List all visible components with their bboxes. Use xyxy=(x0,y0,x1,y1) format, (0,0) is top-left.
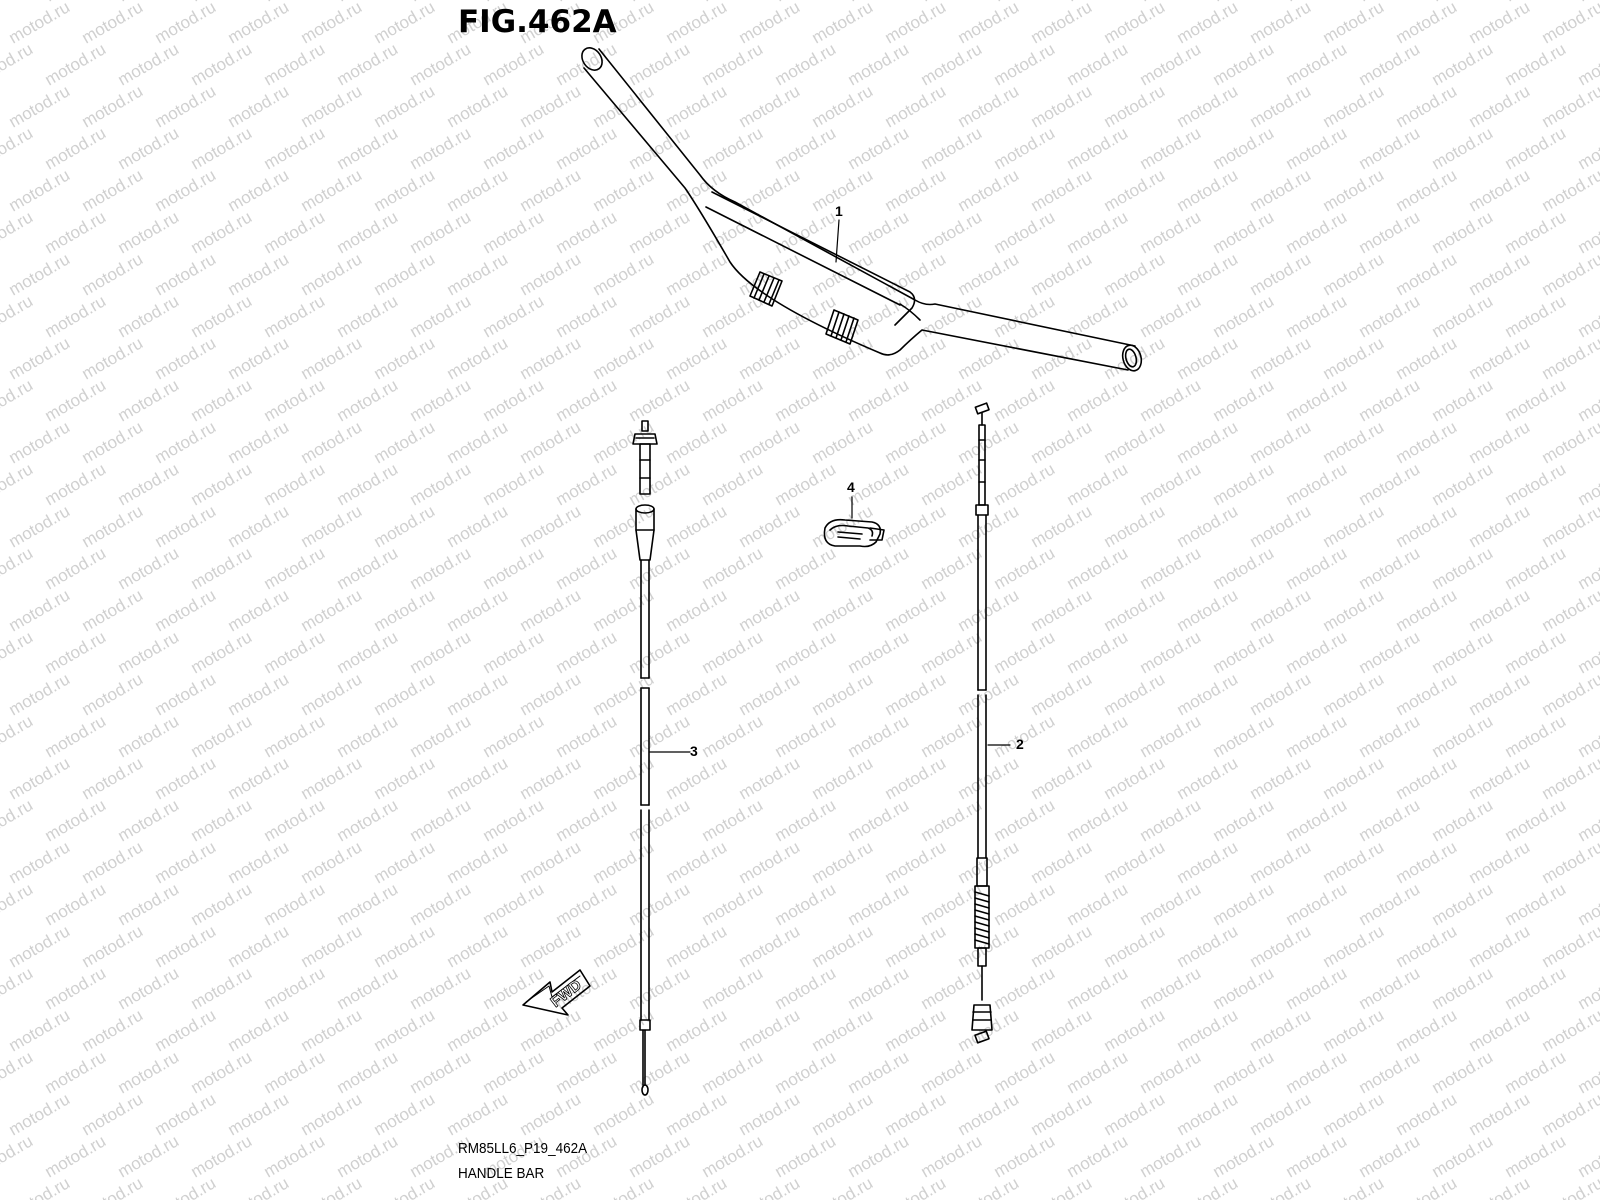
cable-right-spring xyxy=(974,885,990,949)
callout-4: 4 xyxy=(847,479,855,495)
figure-code: RM85LL6_P19_462A xyxy=(458,1140,588,1157)
cable-clamp xyxy=(823,496,885,548)
figure-name: HANDLE BAR xyxy=(458,1165,545,1182)
figure-title: FIG.462A xyxy=(458,4,617,40)
handlebar-left-end xyxy=(581,47,603,71)
callout-2: 2 xyxy=(1016,736,1024,752)
callout-1: 1 xyxy=(835,203,843,219)
fwd-direction-arrow xyxy=(522,969,591,1016)
cable-right xyxy=(971,402,1011,1044)
handlebar-knurl-left xyxy=(749,271,783,307)
cable-left xyxy=(632,420,691,1096)
handlebar-knurl-right xyxy=(825,309,859,345)
cable-right-top-end xyxy=(974,402,990,415)
cable-left-adjuster xyxy=(641,420,649,432)
handlebar xyxy=(581,47,1143,372)
handlebar-right-end xyxy=(1121,344,1143,372)
callout-3: 3 xyxy=(690,743,698,759)
